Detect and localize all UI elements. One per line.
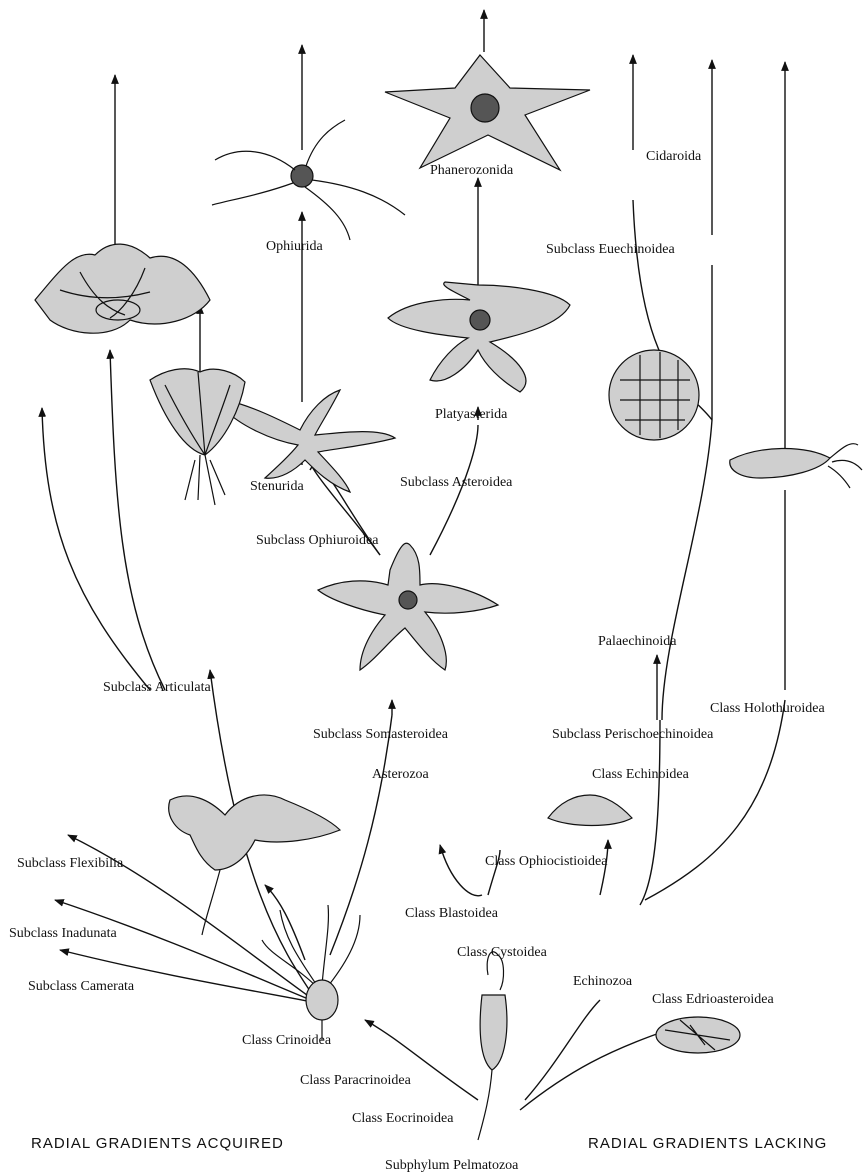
articulata-crinoid-icon — [150, 369, 245, 505]
label-cidaroida: Cidaroida — [646, 149, 702, 164]
ophiocistioid-icon — [548, 795, 632, 826]
label-subclass-camerata: Subclass Camerata — [28, 979, 135, 994]
branch-echinozoa — [525, 1000, 600, 1100]
eocrinoid-icon — [478, 952, 507, 1140]
branch-paracrinoidea — [365, 1020, 478, 1100]
label-class-crinoidea: Class Crinoidea — [242, 1033, 332, 1048]
label-phanerozonida: Phanerozonida — [430, 163, 514, 178]
label-class-edrioasteroidea: Class Edrioasteroidea — [652, 992, 774, 1007]
label-subclass-perischoechinoidea: Subclass Perischoechinoidea — [552, 727, 714, 742]
label-subclass-somasteroidea: Subclass Somasteroidea — [313, 727, 449, 742]
branch-blastoidea — [440, 845, 482, 896]
label-class-paracrinoidea: Class Paracrinoidea — [300, 1073, 412, 1088]
caption-radial-gradients-acquired: RADIAL GRADIENTS ACQUIRED — [31, 1135, 284, 1152]
platyasterida-starfish-icon — [388, 282, 570, 392]
label-ophiurida: Ophiurida — [266, 239, 324, 254]
label-class-echinoidea: Class Echinoidea — [592, 767, 690, 782]
label-palaechinoida: Palaechinoida — [598, 634, 677, 649]
branch-edrioasteroidea — [520, 1030, 668, 1110]
caption-radial-gradients-lacking: RADIAL GRADIENTS LACKING — [588, 1135, 827, 1152]
branch-articulata-crown — [110, 350, 165, 690]
palaechinoida-urchin-icon — [609, 350, 699, 440]
label-echinozoa: Echinozoa — [573, 974, 633, 989]
label-subclass-inadunata: Subclass Inadunata — [9, 926, 117, 941]
label-class-holothuroidea: Class Holothuroidea — [710, 701, 825, 716]
label-asterozoa: Asterozoa — [372, 767, 430, 782]
crinoid-crown-icon — [35, 244, 210, 333]
branch-perischo — [662, 420, 712, 720]
label-class-ophiocistioidea: Class Ophiocistioidea — [485, 854, 608, 869]
branch-asterozoa — [330, 715, 392, 955]
flexibilia-crinoid-icon — [169, 795, 340, 935]
label-platyasterida: Platyasterida — [435, 407, 508, 422]
somasteroidea-starfish-icon — [318, 543, 498, 670]
label-subclass-euechinoidea: Subclass Euechinoidea — [546, 242, 675, 257]
stenurida-starfish-icon — [225, 390, 395, 492]
label-class-blastoidea: Class Blastoidea — [405, 906, 499, 921]
phanerozonida-starfish-icon — [385, 55, 590, 170]
label-subphylum-pelmatozoa: Subphylum Pelmatozoa — [385, 1158, 519, 1173]
branch-articulata-left — [42, 408, 150, 690]
holothuroid-seacucumber-icon — [730, 444, 862, 488]
branch-echinoidea — [640, 720, 660, 905]
ophiurida-brittlestar-icon — [212, 120, 405, 240]
edrioasteroid-icon — [656, 1017, 740, 1053]
label-subclass-ophiuroidea: Subclass Ophiuroidea — [256, 533, 379, 548]
branch-asteroidea — [430, 425, 478, 555]
label-stenurida: Stenurida — [250, 479, 304, 494]
label-subclass-flexibilia: Subclass Flexibilia — [17, 856, 124, 871]
label-class-cystoidea: Class Cystoidea — [457, 945, 548, 960]
label-subclass-asteroidea: Subclass Asteroidea — [400, 475, 513, 490]
label-subclass-articulata: Subclass Articulata — [103, 680, 211, 695]
label-class-eocrinoidea: Class Eocrinoidea — [352, 1111, 454, 1126]
